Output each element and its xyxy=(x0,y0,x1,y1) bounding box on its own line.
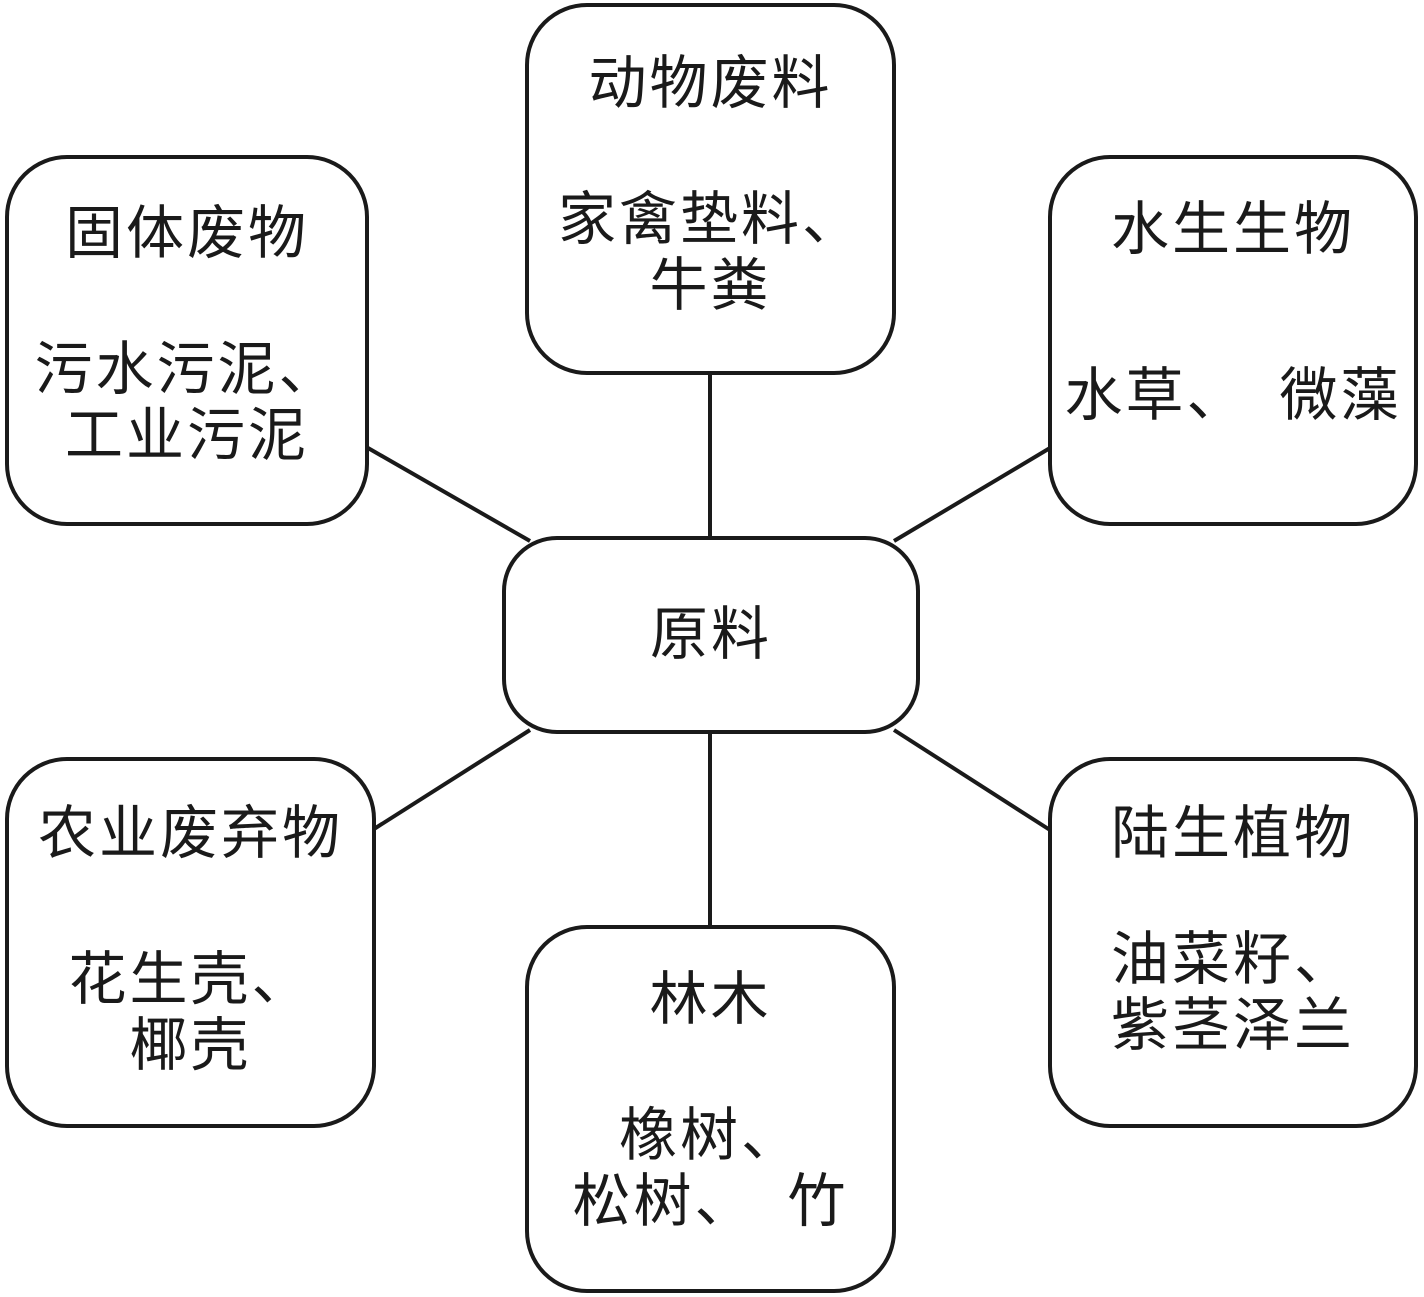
item-line: 工业污泥 xyxy=(64,403,309,468)
edge-agricultural-waste-to-center xyxy=(372,728,532,831)
item-line: 橡树、 xyxy=(618,1103,802,1168)
item-line: 花生壳、 xyxy=(68,947,313,1012)
item-line: 油菜籽、 xyxy=(1110,927,1355,992)
node-title: 农业废弃物 xyxy=(37,801,343,866)
edge-terrestrial-plants-to-center xyxy=(892,728,1052,832)
item-line: 牛粪 xyxy=(649,253,772,318)
node-items: 花生壳、 椰壳 xyxy=(9,947,372,1079)
node-items: 橡树、 松树、 竹 xyxy=(529,1103,892,1235)
node-title: 原料 xyxy=(649,602,772,667)
item-line: 椰壳 xyxy=(129,1013,252,1078)
item-line: 家禽垫料、 xyxy=(557,187,863,252)
node-agricultural-waste: 农业废弃物 花生壳、 椰壳 xyxy=(5,757,376,1128)
node-items: 家禽垫料、 牛粪 xyxy=(529,187,892,319)
node-items: 油菜籽、 紫茎泽兰 xyxy=(1052,927,1414,1059)
node-items: 污水污泥、 工业污泥 xyxy=(9,337,365,469)
node-items: 水草、 微藻 xyxy=(1052,363,1414,429)
node-title: 固体废物 xyxy=(64,201,309,266)
node-title: 水生生物 xyxy=(1110,197,1355,262)
item-line: 污水污泥、 xyxy=(34,337,340,402)
node-terrestrial-plants: 陆生植物 油菜籽、 紫茎泽兰 xyxy=(1048,757,1418,1128)
node-title: 林木 xyxy=(649,967,772,1032)
item-line: 水草、 微藻 xyxy=(1064,363,1402,428)
node-aquatic-organisms: 水生生物 水草、 微藻 xyxy=(1048,155,1418,526)
item-line: 紫茎泽兰 xyxy=(1110,993,1355,1058)
node-solid-waste: 固体废物 污水污泥、 工业污泥 xyxy=(5,155,369,526)
node-title: 动物废料 xyxy=(588,51,833,116)
edge-solid-waste-to-center xyxy=(367,446,531,543)
node-raw-material: 原料 xyxy=(502,536,920,734)
item-line: 松树、 竹 xyxy=(572,1169,849,1234)
edge-aquatic-organisms-to-center xyxy=(892,446,1052,543)
node-animal-waste: 动物废料 家禽垫料、 牛粪 xyxy=(525,3,896,375)
node-title: 陆生植物 xyxy=(1110,801,1355,866)
node-forest-wood: 林木 橡树、 松树、 竹 xyxy=(525,925,896,1293)
